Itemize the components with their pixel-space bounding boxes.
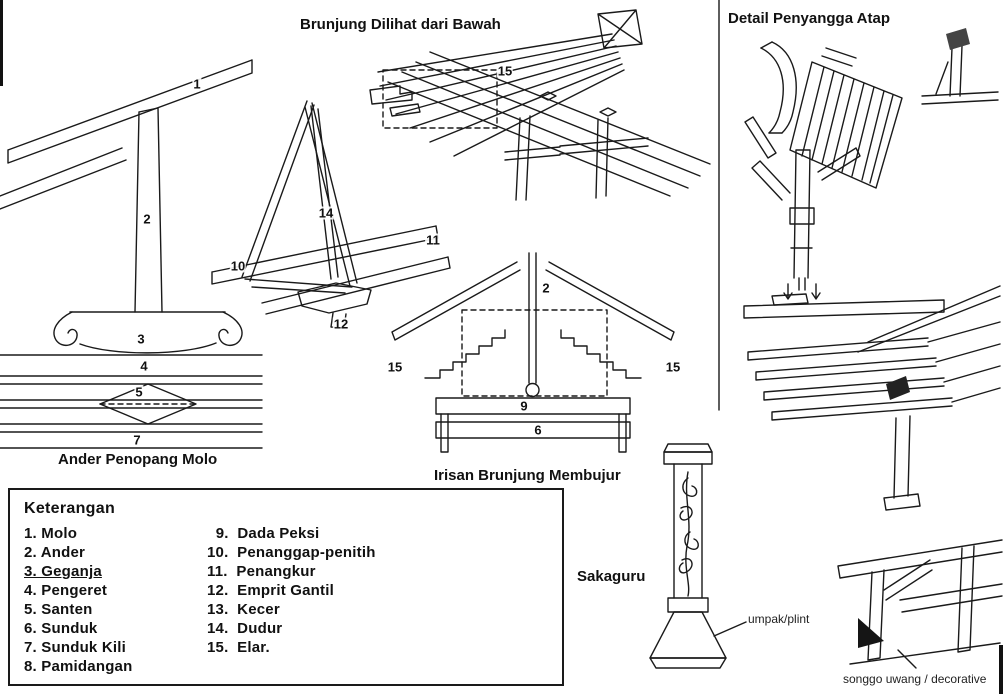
songgo-leader-line [897, 649, 917, 669]
legend-column-1: 1. Molo 2. Ander 3. Geganja 4. Pengeret 5. S… [24, 524, 207, 676]
irisan-drawing-caption: Irisan Brunjung Membujur [434, 467, 621, 484]
legend-item: 2. Ander [24, 544, 86, 561]
legend-box: Keterangan 1. Molo 2. Ander 3. Geganja 4. P… [8, 488, 564, 686]
legend-columns: 1. Molo 2. Ander 3. Geganja 4. Pengeret 5. S… [10, 524, 562, 676]
songgo-uwang-bracket [858, 618, 884, 648]
legend-item: 7. Sunduk Kili [24, 639, 126, 656]
legend-item: 11. Penangkur [207, 563, 316, 580]
roof-truss-drawing [211, 100, 451, 329]
irisan-brunjung-drawing [391, 252, 675, 453]
legend-item: 3. Geganja [24, 563, 102, 580]
brunjung-underside-drawing [369, 9, 711, 201]
songgo-uwang-annotation: songgo uwang / decorative [843, 672, 987, 686]
detail-panel-title: Detail Penyangga Atap [728, 10, 890, 27]
legend-item: 8. Pamidangan [24, 658, 133, 675]
legend-item: 6. Sunduk [24, 620, 98, 637]
legend-item: 9. Dada Peksi [207, 525, 320, 542]
legend-item: 10. Penanggap-penitih [207, 544, 376, 561]
sakaguru-column-drawing [649, 443, 747, 669]
legend-item: 15. Elar. [207, 639, 270, 656]
legend-item: 5. Santen [24, 601, 93, 618]
sakaguru-caption: Sakaguru [577, 568, 646, 585]
brunjung-view-title: Brunjung Dilihat dari Bawah [300, 16, 501, 33]
legend-item: 1. Molo [24, 525, 78, 542]
detail-penyangga-atap-drawing [743, 28, 1003, 669]
legend-item: 13. Kecer [207, 601, 280, 618]
legend-item: 14. Dudur [207, 620, 283, 637]
legend-column-2: 9. Dada Peksi 10. Penanggap-penitih 11. Pe… [207, 524, 376, 676]
legend-title: Keterangan [24, 500, 116, 517]
legend-item: 12. Emprit Gantil [207, 582, 334, 599]
scan-artifact-left [0, 0, 3, 86]
scan-artifact-right [999, 645, 1003, 694]
umpak-plint-annotation: umpak/plint [748, 612, 810, 626]
legend-item: 4. Pengeret [24, 582, 108, 599]
ander-penopang-molo-drawing [0, 59, 263, 449]
ander-drawing-caption: Ander Penopang Molo [58, 451, 218, 468]
umpak-leader-line [713, 621, 747, 637]
